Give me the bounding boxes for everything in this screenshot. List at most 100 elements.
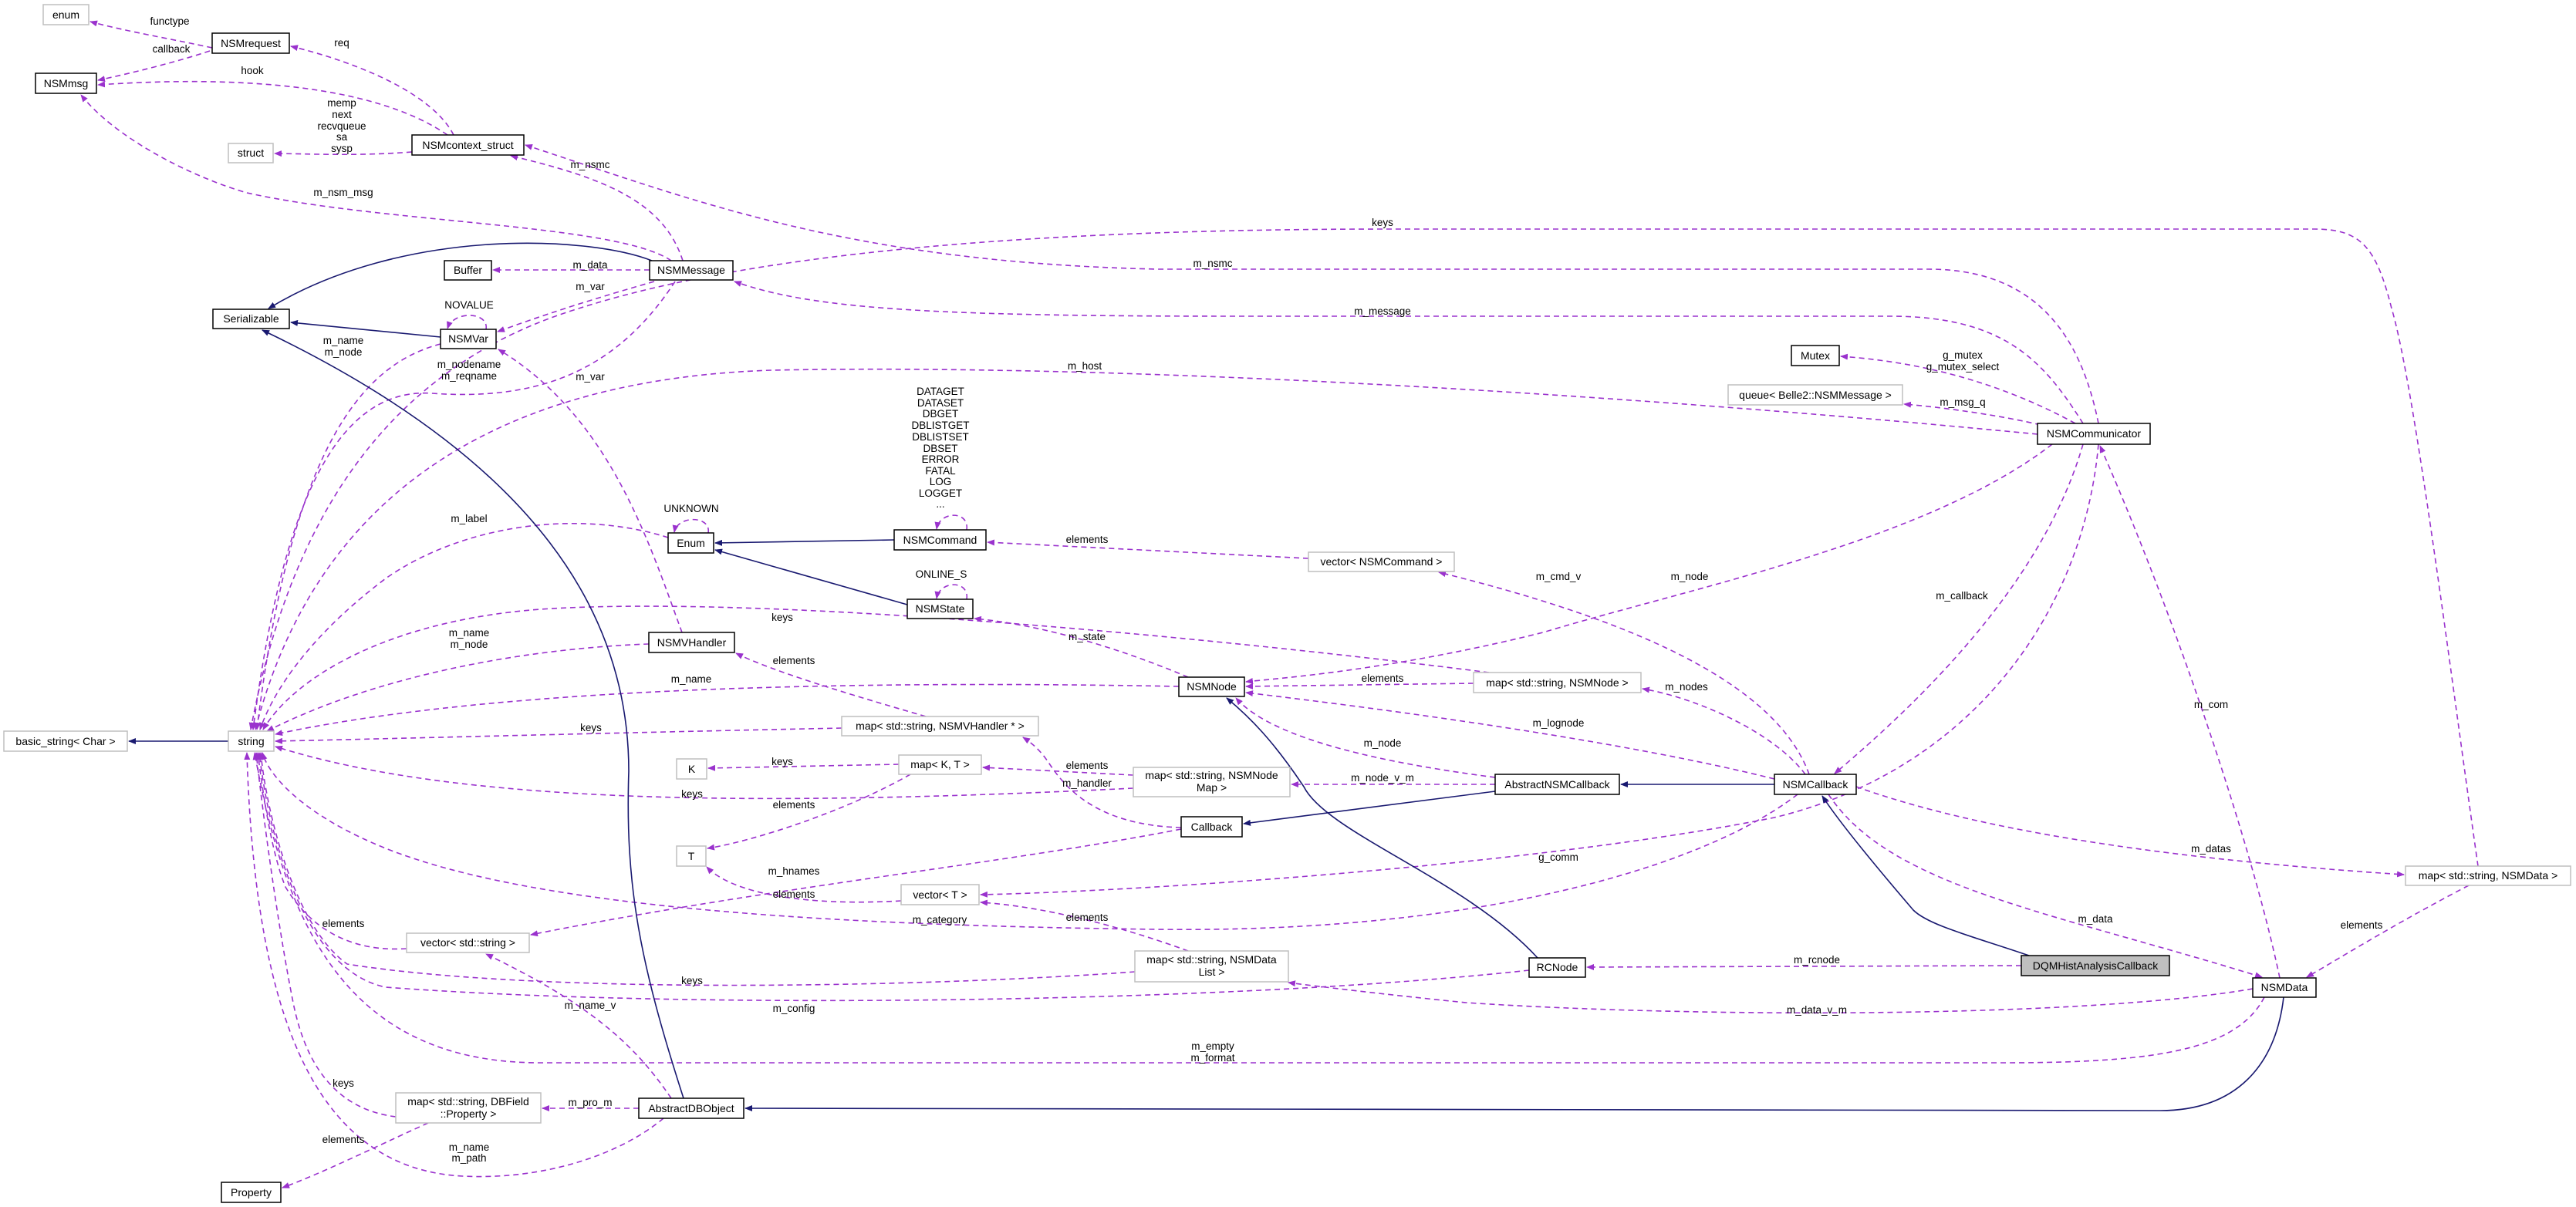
edge-m-config — [257, 752, 1530, 1002]
node-label: enum — [52, 8, 79, 21]
edge-label: keys — [681, 975, 703, 986]
node-label: NSMCommand — [903, 534, 977, 546]
edge-labels: functype callback hook req memp next rec… — [150, 15, 2382, 1164]
node-label: AbstractDBObject — [648, 1102, 734, 1114]
edge-label: keys — [333, 1077, 354, 1089]
edge-req — [290, 45, 454, 136]
node-dqmhistanalysiscallback[interactable]: DQMHistAnalysisCallback — [2021, 955, 2170, 976]
node-serializable[interactable]: Serializable — [212, 308, 290, 329]
node-nsmvhandler[interactable]: NSMVHandler — [648, 632, 735, 653]
node-label: queue< Belle2::NSMMessage > — [1739, 389, 1892, 401]
node-label: map< std::string, DBField — [407, 1095, 529, 1108]
node-mutex[interactable]: Mutex — [1791, 345, 1840, 366]
node-label: Buffer — [454, 264, 482, 276]
node-label: NSMData — [2261, 981, 2308, 993]
node-label: struct — [238, 147, 264, 159]
edge-m-com — [2099, 445, 2281, 979]
node-vector-t[interactable]: vector< T > — [900, 884, 980, 905]
edge-label: m_node — [1671, 571, 1709, 582]
edge-m-message — [734, 281, 2084, 424]
edge-m-label — [259, 522, 669, 730]
edge-label: NOVALUE — [444, 299, 494, 311]
node-rcnode[interactable]: RCNode — [1528, 957, 1586, 978]
inherit-nsmmessage-serializable — [268, 242, 653, 309]
edge-elements-dbfield — [282, 1122, 429, 1188]
node-nsmcommunicator[interactable]: NSMCommunicator — [2037, 423, 2151, 445]
node-t[interactable]: T — [676, 845, 707, 867]
edge-elements-datalist — [980, 899, 1189, 952]
node-nsmdata[interactable]: NSMData — [2252, 977, 2317, 998]
node-label: DQMHistAnalysisCallback — [2033, 959, 2159, 972]
node-map-string-nsmvhandler[interactable]: map< std::string, NSMVHandler * > — [841, 716, 1039, 737]
node-label: vector< std::string > — [420, 936, 515, 949]
edge-m-msg-q — [1903, 401, 2041, 426]
node-nsmrequest[interactable]: NSMrequest — [211, 32, 290, 54]
node-buffer[interactable]: Buffer — [444, 260, 492, 281]
node-callback[interactable]: Callback — [1180, 816, 1243, 838]
node-abstractdbobject[interactable]: AbstractDBObject — [638, 1097, 744, 1119]
edge-label: callback — [153, 43, 191, 55]
node-label: map< std::string, NSMData — [1146, 953, 1277, 966]
edge-label: elements — [322, 1134, 365, 1145]
node-label: Mutex — [1801, 349, 1830, 362]
edge-label: keys — [681, 788, 703, 800]
node-map-string-nsmnode[interactable]: map< std::string, NSMNode > — [1473, 672, 1642, 693]
edge-label: m_rcnode — [1794, 954, 1840, 966]
edge-label: m_reqname — [441, 370, 497, 382]
node-nsmmsg[interactable]: NSMmsg — [35, 72, 97, 94]
node-label: Callback — [1191, 821, 1234, 833]
node-label: vector< T > — [913, 888, 967, 901]
edge-keys-data — [248, 228, 2479, 867]
node-nsmmessage[interactable]: NSMMessage — [649, 260, 734, 281]
node-map-k-t[interactable]: map< K, T > — [898, 754, 982, 775]
edge-label: LOG — [930, 476, 952, 487]
node-enum-class[interactable]: Enum — [667, 532, 714, 554]
edge-label: elements — [773, 799, 815, 811]
node-nsmcallback[interactable]: NSMCallback — [1774, 774, 1857, 795]
edge-m-data — [1828, 794, 2263, 979]
node-map-string-nsmdata[interactable]: map< std::string, NSMData > — [2405, 865, 2571, 886]
node-label: NSMVar — [448, 332, 488, 345]
node-string[interactable]: string — [228, 730, 275, 752]
edge-keys-vh — [275, 727, 842, 744]
node-struct[interactable]: struct — [228, 143, 274, 164]
edge-label: elements — [1066, 912, 1109, 923]
node-enum[interactable]: enum — [42, 4, 89, 25]
node-basic-string[interactable]: basic_string< Char > — [3, 730, 128, 752]
edge-label: DATAGET — [917, 386, 964, 397]
edge-label: m_datas — [2191, 843, 2231, 855]
inherit-nsmcommand-enum — [714, 539, 895, 546]
node-vector-nsmcommand[interactable]: vector< NSMCommand > — [1308, 551, 1455, 572]
inherit-dqm-nsmcallback — [1821, 795, 2030, 956]
edge-m-node-comm — [1245, 443, 2053, 684]
node-nsmvar[interactable]: NSMVar — [440, 329, 497, 349]
node-nsmstate[interactable]: NSMState — [906, 598, 974, 619]
edge-label: g_mutex_select — [1926, 361, 2000, 373]
node-label: NSMState — [916, 602, 965, 615]
node-nsmcommand[interactable]: NSMCommand — [893, 529, 987, 551]
node-k[interactable]: K — [676, 758, 707, 780]
node-label: NSMNode — [1187, 680, 1237, 693]
inherit-rcnode-nsmnode — [1226, 697, 1538, 959]
node-vector-string[interactable]: vector< std::string > — [406, 932, 530, 953]
edge-label: m_data — [572, 259, 608, 271]
node-nsmnode[interactable]: NSMNode — [1178, 676, 1245, 697]
edge-label: m_msg_q — [1940, 396, 1985, 408]
edge-label: keys — [1372, 217, 1393, 228]
edge-label: m_cmd_v — [1536, 571, 1582, 582]
edge-keys-datalist — [258, 752, 1136, 986]
edge-m-name-node-vh — [266, 643, 650, 732]
edge-g-comm — [980, 443, 2099, 898]
node-property[interactable]: Property — [221, 1182, 282, 1203]
edge-keys-kt — [707, 764, 900, 771]
node-label: map< std::string, NSMData > — [2419, 869, 2558, 882]
node-abstractnsmcallback[interactable]: AbstractNSMCallback — [1494, 774, 1620, 795]
edge-label: m_config — [773, 1003, 815, 1014]
edge-label: m_name — [449, 627, 490, 639]
node-nsmcontext-struct[interactable]: NSMcontext_struct — [411, 134, 525, 156]
edge-hook — [97, 80, 448, 136]
node-queue-nsmmessage[interactable]: queue< Belle2::NSMMessage > — [1727, 384, 1903, 406]
node-map-string-dbfield-property[interactable]: map< std::string, DBField::Property > — [395, 1092, 542, 1124]
